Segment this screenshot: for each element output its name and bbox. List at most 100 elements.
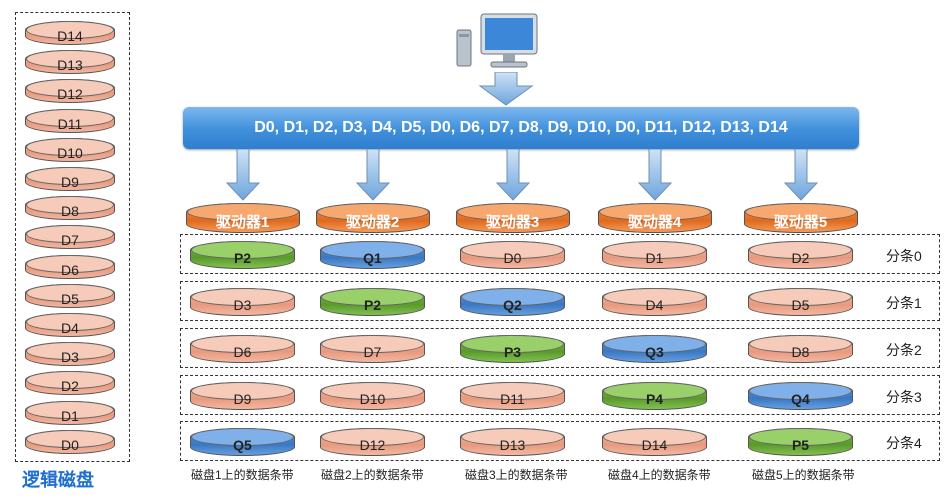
stripe-cell: D0 — [460, 241, 565, 269]
stripe-cell-label: P2 — [233, 250, 252, 266]
logical-block-label: D0 — [61, 436, 79, 453]
stripe-cell-label: D6 — [233, 344, 252, 360]
stripe-cell-label: D14 — [641, 437, 668, 453]
stripe-cell-label: D1 — [645, 250, 664, 266]
stripe-cell: P2 — [320, 288, 425, 316]
stripe-cell: P2 — [190, 241, 295, 269]
stripe-cell-label: D11 — [500, 391, 525, 407]
stripe-cell: D9 — [190, 382, 295, 410]
stripe-cell-label: D13 — [499, 437, 526, 453]
logical-block-label: D8 — [61, 203, 79, 220]
logical-block: D14 — [25, 21, 115, 45]
stripe-cell: D1 — [602, 241, 707, 269]
logical-block: D2 — [25, 371, 115, 396]
logical-block: D9 — [25, 167, 115, 191]
logical-block: D0 — [25, 429, 115, 454]
drive-1: 驱动器1 — [185, 203, 300, 233]
logical-block-label: D5 — [61, 290, 79, 307]
arrow-bus-to-drive — [783, 149, 818, 201]
stripe-cell-label: Q1 — [363, 250, 382, 266]
logical-block-label: D9 — [61, 174, 79, 190]
stripe-label: 分条3 — [886, 389, 922, 405]
stripe-cell: D14 — [602, 428, 707, 456]
stripe-cell-label: Q2 — [503, 297, 522, 313]
stripe-cell: D12 — [320, 428, 425, 456]
logical-block: D8 — [25, 196, 115, 221]
stripe-cell: Q2 — [460, 288, 565, 316]
drive-4: 驱动器4 — [597, 203, 712, 233]
stripe-row — [180, 375, 940, 415]
stripe-label: 分条2 — [886, 342, 922, 358]
logical-block-label: D4 — [61, 320, 79, 336]
drive-label: 驱动器3 — [485, 213, 540, 231]
stripe-cell: Q1 — [320, 241, 425, 269]
drive-3: 驱动器3 — [455, 203, 570, 233]
stripe-row — [180, 234, 940, 274]
stripe-label: 分条0 — [886, 248, 922, 264]
stripe-cell: D13 — [460, 428, 565, 456]
stripe-cell-label: P3 — [503, 344, 522, 360]
stripe-label: 分条4 — [886, 435, 922, 451]
stripe-row — [180, 328, 940, 368]
stripe-cell: D8 — [748, 335, 853, 363]
arrow-computer-to-bus — [478, 72, 534, 106]
bus-text: D0, D1, D2, D3, D4, D5, D0, D6, D7, D8, … — [254, 119, 788, 136]
drive-label: 驱动器1 — [215, 213, 270, 231]
stripe-cell: P3 — [460, 335, 565, 363]
logical-disk-title: 逻辑磁盘 — [22, 470, 94, 490]
arrow-bus-to-drive — [225, 149, 260, 201]
stripe-cell: D2 — [748, 241, 853, 269]
stripe-cell: D7 — [320, 335, 425, 363]
logical-block: D10 — [25, 137, 115, 162]
stripe-cell-label: D9 — [233, 391, 252, 407]
computer-icon — [456, 13, 538, 68]
logical-block-label: D10 — [57, 144, 83, 161]
stripe-cell: D6 — [190, 335, 295, 363]
stripe-cell: Q3 — [602, 335, 707, 363]
stripe-label: 分条1 — [886, 295, 922, 311]
disk-caption: 磁盘4上的数据条带 — [608, 468, 711, 482]
data-bus: D0, D1, D2, D3, D4, D5, D0, D6, D7, D8, … — [183, 107, 859, 149]
disk-caption: 磁盘5上的数据条带 — [752, 468, 855, 482]
drive-label: 驱动器4 — [627, 213, 682, 231]
stripe-cell-label: D7 — [363, 344, 382, 360]
stripe-cell-label: D8 — [791, 344, 810, 360]
logical-block: D12 — [25, 79, 115, 104]
drive-label: 驱动器5 — [773, 213, 828, 231]
logical-block: D4 — [25, 313, 115, 337]
disk-caption: 磁盘1上的数据条带 — [191, 468, 294, 482]
stripe-cell-label: D10 — [359, 391, 386, 407]
logical-block-label: D2 — [61, 378, 79, 395]
stripe-row — [180, 281, 940, 321]
logical-block-label: D12 — [57, 86, 83, 103]
drive-5: 驱动器5 — [743, 203, 858, 233]
drive-2: 驱动器2 — [315, 203, 430, 233]
stripe-cell: P5 — [748, 428, 853, 456]
stripe-cell-label: P2 — [363, 297, 382, 313]
stripe-cell-label: D3 — [233, 297, 252, 313]
arrow-bus-to-drive — [637, 149, 672, 201]
stripe-cell-label: Q5 — [233, 437, 252, 453]
logical-block: D5 — [25, 283, 115, 308]
stripe-cell: D11 — [460, 382, 565, 410]
logical-block-label: D13 — [57, 57, 83, 74]
stripe-cell-label: D12 — [359, 437, 386, 453]
logical-block-label: D1 — [61, 407, 79, 424]
stripe-cell: D5 — [748, 288, 853, 316]
stripe-cell-label: P5 — [791, 437, 810, 453]
logical-block-label: D3 — [61, 349, 79, 366]
arrow-bus-to-drive — [355, 149, 390, 201]
stripe-row — [180, 421, 940, 461]
logical-block: D3 — [25, 342, 115, 367]
stripe-cell-label: D0 — [503, 250, 522, 266]
stripe-cell: P4 — [602, 382, 707, 410]
stripe-cell-label: P4 — [645, 391, 664, 407]
logical-block-label: D6 — [61, 261, 79, 278]
arrow-bus-to-drive — [495, 149, 530, 201]
logical-block-label: D11 — [57, 115, 83, 132]
logical-block: D6 — [25, 254, 115, 279]
stripe-cell-label: D2 — [791, 250, 810, 266]
logical-block: D13 — [25, 50, 115, 75]
stripe-cell-label: Q4 — [791, 391, 810, 407]
